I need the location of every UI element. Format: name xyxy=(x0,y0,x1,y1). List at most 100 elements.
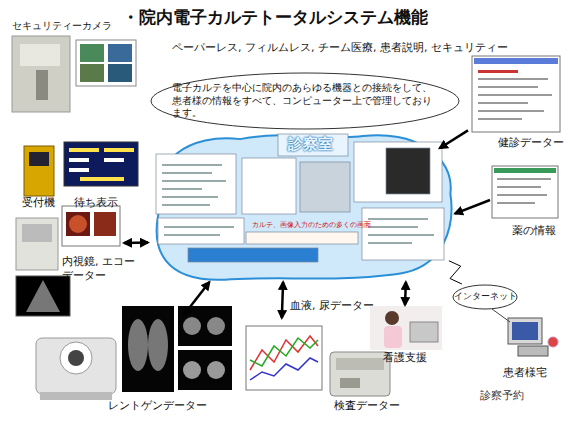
endoscope-echo-photo-part xyxy=(69,215,87,233)
waiting-display-photo-part xyxy=(64,142,138,186)
endoscope-echo-photo-part xyxy=(16,218,58,270)
exam-room-cloud: 診察室カルテ、画像入力のための多くの画面 xyxy=(148,130,455,282)
waiting-display-photo-part xyxy=(69,168,89,172)
security-camera-photo-part xyxy=(76,40,136,86)
screen-line xyxy=(368,242,412,244)
waiting-display-photo xyxy=(64,142,138,186)
x-ray-ct-photo-part xyxy=(40,392,112,400)
screen-line xyxy=(162,180,226,182)
screen-line xyxy=(162,204,210,206)
checkup-screen-part xyxy=(478,110,544,112)
endoscope-echo-photo-part xyxy=(22,224,52,242)
screen-line xyxy=(368,218,428,220)
waiting-display-photo-part xyxy=(104,148,134,152)
diagram-title: ・院内電子カルテトータルシステム機能 xyxy=(122,6,428,29)
screen-line xyxy=(162,164,222,166)
blood-urine-chart-part xyxy=(250,336,318,370)
x-ray-ct-photo-part xyxy=(178,306,232,346)
checkup-screen-part xyxy=(478,102,528,104)
screen-line xyxy=(162,188,202,190)
cloud-shape xyxy=(157,135,452,280)
screen-thumbnail xyxy=(158,218,244,244)
data-arrow xyxy=(455,200,490,214)
screen-thumbnail xyxy=(246,232,358,244)
screen-thumbnail xyxy=(156,154,236,214)
checkup-node: 健診データー xyxy=(468,52,563,150)
data-arrow xyxy=(184,282,210,315)
medicine-screen-part xyxy=(497,202,535,204)
x-ray-ct-photo-part xyxy=(183,361,201,379)
blood-urine-chart xyxy=(246,326,322,390)
lab-analyzer-photo-part xyxy=(330,352,390,396)
screen-thumbnail xyxy=(362,208,444,260)
medicine-screen-part xyxy=(497,194,547,196)
node-label: 看護支援 xyxy=(383,351,427,365)
data-arrow xyxy=(404,282,407,305)
node-label: 血液, 尿データー xyxy=(290,299,374,313)
endoscope-echo-photo-part xyxy=(16,276,70,316)
nurse-photo xyxy=(370,306,442,350)
screen-thumbnail xyxy=(300,162,350,212)
patient-home-computer xyxy=(492,309,558,356)
security-camera-photo-part xyxy=(12,36,70,112)
checkup-screen xyxy=(472,56,560,132)
nurse-photo-part xyxy=(384,326,402,348)
blood-node: 血液, 尿データー xyxy=(230,318,338,398)
checkup-screen-part xyxy=(478,78,548,80)
node-label: 電子カルテを中心に院内のあらゆる機器との接続をして、患者様の情報をすべて、コンピ… xyxy=(172,82,440,120)
security-camera-photo-part xyxy=(108,64,132,82)
patient-home-computer-part xyxy=(548,337,558,347)
kiosk-node: 受付機 xyxy=(18,140,60,212)
node-label: 診察室 xyxy=(288,135,333,154)
screen-thumbnail xyxy=(354,142,442,202)
node-label: 待ち表示 xyxy=(74,196,118,210)
x-ray-ct-photo-part xyxy=(68,350,84,366)
medicine-screen-part xyxy=(492,166,558,218)
x-ray-ct-photo-part xyxy=(148,319,168,371)
node-label: セキュリティーカメラ xyxy=(12,20,112,33)
security-camera-photo-part xyxy=(36,70,48,100)
home-node: 患者様宅 xyxy=(495,312,560,382)
x-ray-ct-photo-part xyxy=(207,361,225,379)
security-camera-photo xyxy=(12,36,136,112)
data-arrow xyxy=(440,130,468,148)
screen-thumbnail xyxy=(278,134,348,156)
checkup-screen-part xyxy=(478,118,522,120)
waiting-display-photo-part xyxy=(69,148,99,152)
security-camera-photo-part xyxy=(80,64,104,82)
ellipse-shape xyxy=(151,73,459,129)
screen-line xyxy=(162,172,212,174)
endoscope-node: 内視鏡, エコー データー xyxy=(12,205,124,320)
xray-node: レントゲンデーター xyxy=(30,315,235,417)
blood-urine-chart-part xyxy=(250,358,318,380)
nurse-photo-part xyxy=(370,306,442,350)
endoscope-echo-photo-part xyxy=(26,280,60,312)
screen-line xyxy=(162,196,218,198)
node-note: カルテ、画像入力のための多くの画面 xyxy=(252,221,371,230)
endoscope-echo-photo-part xyxy=(66,212,90,236)
blood-urine-chart-part xyxy=(250,338,318,366)
note-label: 診察予約 xyxy=(480,388,524,403)
nursing-node: 看護支援 xyxy=(365,305,445,367)
endoscope-echo-photo-part xyxy=(62,206,120,246)
lab-analyzer-photo xyxy=(330,352,390,396)
x-ray-ct-photo xyxy=(36,306,232,400)
reception-kiosk-photo-part xyxy=(24,146,54,196)
security-camera-photo-part xyxy=(20,44,60,66)
medicine-screen-part xyxy=(497,178,551,180)
x-ray-ct-photo-part xyxy=(122,306,174,392)
medicine-screen xyxy=(492,166,558,218)
node-label: 健診データー xyxy=(498,136,564,150)
x-ray-ct-photo-part xyxy=(207,317,225,335)
security-camera-photo-part xyxy=(80,44,104,62)
checkup-screen-part xyxy=(478,70,518,73)
lab-analyzer-photo-part xyxy=(336,358,384,370)
medicine-screen-part xyxy=(497,186,541,188)
node-label: インターネット xyxy=(452,291,518,302)
node-label: レントゲンデーター xyxy=(108,399,207,413)
screen-line xyxy=(164,234,220,236)
x-ray-ct-photo-part xyxy=(183,317,201,335)
screen-thumbnail xyxy=(242,158,296,214)
medicine-node: 薬の情報 xyxy=(490,160,562,240)
reception-kiosk-photo xyxy=(24,146,54,196)
